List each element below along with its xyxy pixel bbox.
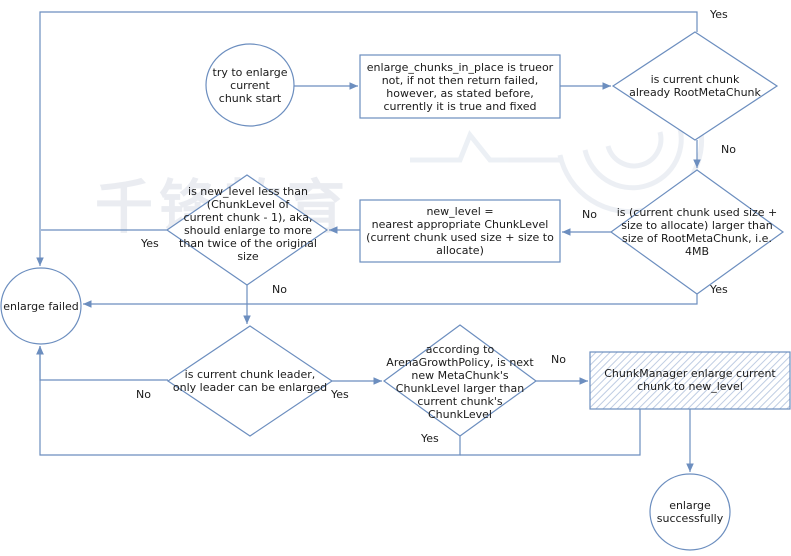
edge-label-size-yes: Yes bbox=[710, 283, 728, 296]
success-node bbox=[649, 473, 731, 551]
start-node bbox=[205, 43, 295, 127]
failed-label: enlarge failed bbox=[3, 299, 79, 313]
growth-policy-label: according to ArenaGrowthPolicy, is next … bbox=[386, 343, 534, 421]
is-leader-label: is current chunk leader, only leader can… bbox=[172, 368, 328, 394]
edge-label-policy-no: No bbox=[551, 353, 566, 366]
manager-box bbox=[589, 351, 791, 410]
edge-label-policy-yes: Yes bbox=[421, 432, 439, 445]
edge-size-yes bbox=[83, 294, 698, 308]
is-root-label: is current chunk already RootMetaChunk bbox=[629, 73, 761, 99]
edge-label-leader-yes: Yes bbox=[331, 388, 349, 401]
edge-label-level-yes: Yes bbox=[141, 237, 159, 250]
edge-manager-loop bbox=[460, 409, 641, 456]
check-inplace-label: enlarge_chunks_in_place is trueor not, i… bbox=[366, 60, 554, 113]
manager-label: ChunkManager enlarge current chunk to ne… bbox=[604, 367, 776, 393]
edge-label-root-yes: Yes bbox=[710, 8, 728, 21]
edge-policy-yes bbox=[36, 346, 461, 456]
edge-label-level-no: No bbox=[272, 283, 287, 296]
size-larger-label: is (current chunk used size + size to al… bbox=[616, 206, 778, 258]
edge-label-leader-no: No bbox=[136, 388, 151, 401]
edge-root-yes bbox=[36, 11, 698, 266]
start-node-label: try to enlarge current chunk start bbox=[212, 65, 288, 105]
edge-label-size-no: No bbox=[582, 208, 597, 221]
failed-node bbox=[0, 267, 82, 345]
is-leader-decision bbox=[166, 325, 334, 437]
new-level-label: new_level = nearest appropriate ChunkLev… bbox=[366, 205, 554, 257]
new-level-box bbox=[359, 199, 561, 263]
level-less-label: is new_level less than (ChunkLevel of cu… bbox=[179, 185, 317, 263]
edge-leader-no bbox=[36, 346, 168, 381]
is-root-decision bbox=[611, 31, 779, 141]
success-label: enlarge successfully bbox=[656, 499, 724, 525]
edge-label-root-no: No bbox=[721, 143, 736, 156]
